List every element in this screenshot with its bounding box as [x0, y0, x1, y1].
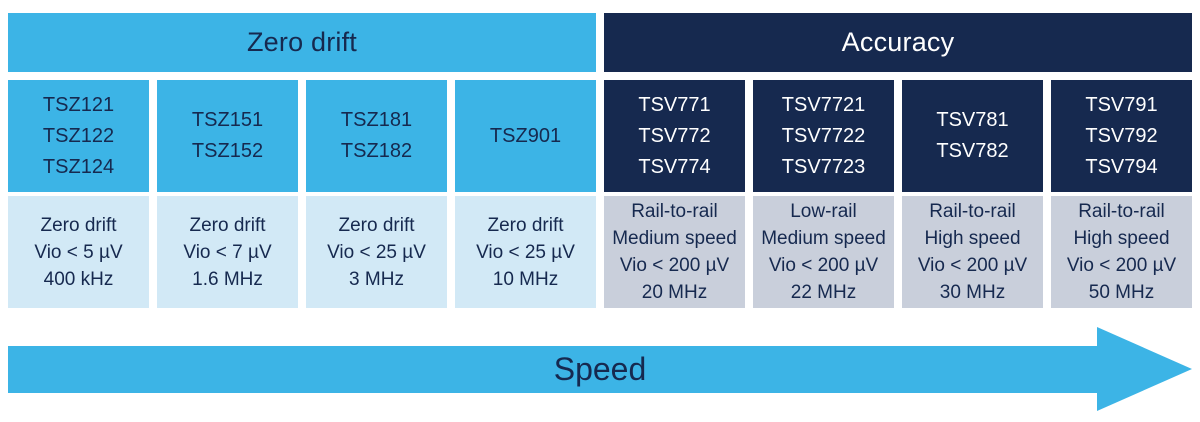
text-line: 1.6 MHz [192, 268, 263, 290]
text-line: TSV782 [936, 140, 1009, 162]
speed-axis-arrow: Speed [8, 327, 1192, 411]
text-line: Medium speed [612, 228, 737, 249]
text-line: TSV791 [1085, 93, 1158, 116]
text-line: TSV781 [936, 109, 1009, 131]
speed-arrow-body [8, 345, 1097, 393]
text-line: TSV7723 [781, 155, 866, 178]
text-line: Vio < 7 µV [183, 241, 272, 263]
text-line: Vio < 200 µV [619, 255, 730, 276]
text-line: Vio < 200 µV [917, 255, 1028, 276]
text-line: Vio < 200 µV [768, 255, 879, 276]
arrow-right-icon [1097, 327, 1192, 411]
text-line: TSV771 [638, 93, 711, 116]
text-line: High speed [1073, 228, 1170, 249]
text-line: TSV7722 [781, 124, 866, 147]
text-line: Zero drift [338, 214, 415, 236]
text-line: Zero drift [189, 214, 266, 236]
text-line: Vio < 25 µV [476, 241, 575, 263]
accuracy-header: Accuracy [604, 13, 1192, 72]
text-line: TSZ901 [489, 124, 562, 147]
text-line: 20 MHz [641, 282, 708, 303]
text-line: 10 MHz [492, 268, 559, 290]
text-line: TSZ124 [42, 155, 115, 178]
text-line: Vio < 200 µV [1066, 255, 1177, 276]
text-line: TSZ122 [42, 124, 115, 147]
text-line: 30 MHz [939, 282, 1006, 303]
category-header-row: Zero drift Accuracy [8, 13, 1192, 72]
text-line: TSV7721 [781, 93, 866, 116]
text-line: Zero drift [487, 214, 564, 236]
text-line: TSZ152 [191, 140, 264, 162]
text-line: Rail-to-rail [929, 201, 1016, 222]
part-family-box-tsz901: TSZ901 [455, 80, 596, 192]
text-line: Zero drift [40, 214, 117, 236]
text-line: 50 MHz [1088, 282, 1155, 303]
text-line: TSV794 [1085, 155, 1158, 178]
text-line: Low-rail [790, 201, 857, 222]
zero-drift-header: Zero drift [8, 13, 596, 72]
text-line: Medium speed [761, 228, 886, 249]
text-line: TSZ181 [340, 109, 413, 131]
text-line: 22 MHz [790, 282, 857, 303]
text-line: 400 kHz [43, 268, 114, 290]
text-line: TSZ121 [42, 93, 115, 116]
text-line: TSV792 [1085, 124, 1158, 147]
text-line: Vio < 5 µV [34, 241, 123, 263]
text-line: TSZ151 [191, 109, 264, 131]
text-line: TSV772 [638, 124, 711, 147]
text-line: TSV774 [638, 155, 711, 178]
text-line: Rail-to-rail [631, 201, 718, 222]
text-line: 3 MHz [349, 268, 404, 290]
text-line: TSZ182 [340, 140, 413, 162]
text-line: High speed [924, 228, 1021, 249]
text-line: Vio < 25 µV [327, 241, 426, 263]
text-line: Rail-to-rail [1078, 201, 1165, 222]
